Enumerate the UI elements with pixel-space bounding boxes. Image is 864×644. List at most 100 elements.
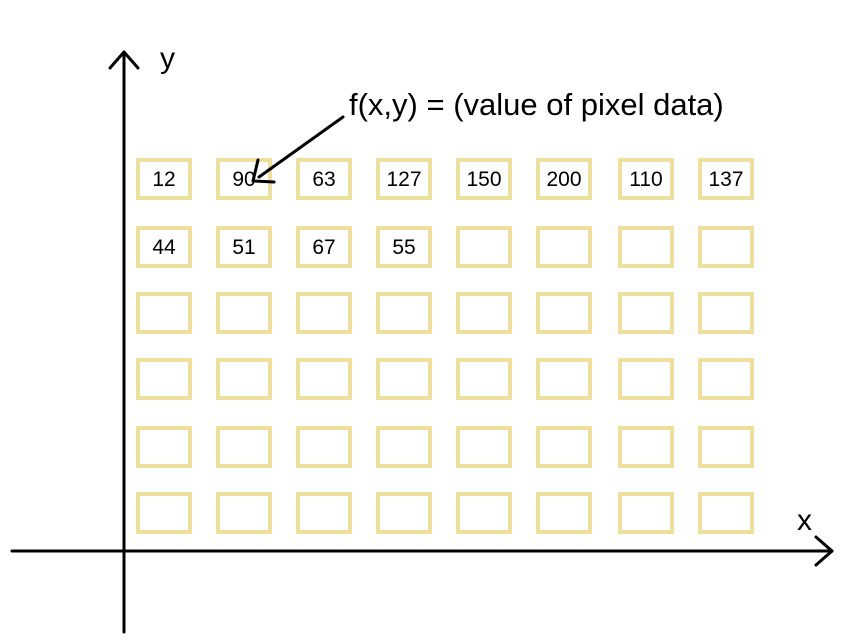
- pixel-cell-box: [456, 358, 512, 400]
- pixel-grid: 12 90 63 127 150 200 110 137 44 51 67 55: [136, 158, 754, 534]
- pixel-cell-box: [698, 358, 754, 400]
- pixel-cell: [536, 426, 592, 468]
- pixel-value: 200: [546, 168, 581, 191]
- pixel-cell: [216, 292, 272, 334]
- pixel-cell-box: [296, 426, 352, 468]
- pixel-cell: [698, 492, 754, 534]
- pixel-cell-box: [536, 226, 592, 268]
- x-axis-label: x: [797, 504, 812, 537]
- pixel-value: 90: [232, 168, 255, 191]
- pixel-cell-box: [216, 158, 272, 200]
- pixel-cell: 12: [136, 158, 192, 200]
- y-axis-label: y: [160, 42, 175, 75]
- pixel-cell-box: [376, 358, 432, 400]
- pixel-cell-box: [376, 492, 432, 534]
- pixel-cell-box: [216, 226, 272, 268]
- pixel-cell-box: [698, 492, 754, 534]
- pixel-cell-box: [216, 426, 272, 468]
- pixel-cell: [698, 358, 754, 400]
- pixel-cell: [698, 292, 754, 334]
- pixel-cell: [698, 426, 754, 468]
- pixel-cell: [216, 426, 272, 468]
- pixel-cell-box: [456, 226, 512, 268]
- pixel-cell: 110: [618, 158, 674, 200]
- pixel-cell: [618, 292, 674, 334]
- pixel-cell: [376, 292, 432, 334]
- pixel-cell: 44: [136, 226, 192, 268]
- pixel-cell: [536, 292, 592, 334]
- pixel-cell: [456, 426, 512, 468]
- pixel-cell-box: [536, 292, 592, 334]
- pixel-cell-box: [536, 358, 592, 400]
- pixel-value: 150: [466, 168, 501, 191]
- pixel-value: 67: [312, 236, 335, 259]
- pixel-cell: [456, 492, 512, 534]
- pixel-value: 55: [392, 236, 415, 259]
- pixel-cell: [136, 492, 192, 534]
- pixel-cell-box: [216, 292, 272, 334]
- pixel-cell-box: [376, 426, 432, 468]
- pixel-cell: [296, 492, 352, 534]
- pixel-cell: [618, 226, 674, 268]
- pixel-cell-box: [136, 158, 192, 200]
- pixel-value: 63: [312, 168, 335, 191]
- pixel-cell: 200: [536, 158, 592, 200]
- pixel-cell: [456, 358, 512, 400]
- pixel-cell-box: [296, 492, 352, 534]
- pixel-cell: 90: [216, 158, 272, 200]
- pixel-cell: [216, 358, 272, 400]
- pixel-cell-box: [136, 492, 192, 534]
- x-axis: [10, 535, 834, 567]
- pixel-cell: [136, 426, 192, 468]
- pixel-cell: [136, 292, 192, 334]
- pixel-value: 44: [152, 236, 176, 259]
- pixel-cell-box: [698, 226, 754, 268]
- pixel-cell-box: [136, 226, 192, 268]
- pixel-cell: [618, 426, 674, 468]
- pixel-cell-box: [618, 358, 674, 400]
- pixel-cell: [536, 226, 592, 268]
- pixel-cell: [376, 492, 432, 534]
- pixel-cell: 67: [296, 226, 352, 268]
- pixel-cell: [618, 358, 674, 400]
- pixel-cell: [536, 492, 592, 534]
- pixel-cell-box: [376, 158, 432, 200]
- pixel-cell-box: [536, 492, 592, 534]
- pixel-cell: [136, 358, 192, 400]
- pixel-cell-box: [136, 292, 192, 334]
- pixel-value: 51: [232, 236, 255, 259]
- pixel-cell-box: [376, 292, 432, 334]
- pixel-cell: 137: [698, 158, 754, 200]
- pixel-cell: [376, 358, 432, 400]
- pixel-cell: [456, 292, 512, 334]
- pixel-cell-box: [136, 426, 192, 468]
- pixel-cell: 63: [296, 158, 352, 200]
- pixel-cell: 55: [376, 226, 432, 268]
- pixel-cell: [618, 492, 674, 534]
- pixel-cell-box: [296, 358, 352, 400]
- pixel-cell-box: [618, 158, 674, 200]
- pixel-cell-box: [376, 226, 432, 268]
- y-axis: [108, 50, 140, 634]
- pixel-value: 12: [152, 168, 175, 191]
- pixel-cell-box: [618, 292, 674, 334]
- pixel-cell-box: [698, 158, 754, 200]
- pixel-cell: 150: [456, 158, 512, 200]
- pixel-cell-box: [136, 358, 192, 400]
- pixel-cell-box: [456, 292, 512, 334]
- pixel-value: 137: [708, 168, 743, 191]
- pixel-cell: [698, 226, 754, 268]
- pixel-cell-box: [698, 426, 754, 468]
- pixel-cell: [456, 226, 512, 268]
- pixel-cell: 127: [376, 158, 432, 200]
- pixel-cell-box: [216, 492, 272, 534]
- pixel-cell-box: [618, 492, 674, 534]
- pixel-cell: 51: [216, 226, 272, 268]
- annotation-arrow: [251, 115, 345, 184]
- pixel-cell-box: [536, 158, 592, 200]
- pixel-cell-box: [618, 426, 674, 468]
- pixel-cell: [296, 292, 352, 334]
- pixel-cell-box: [618, 226, 674, 268]
- pixel-value: 110: [629, 168, 662, 191]
